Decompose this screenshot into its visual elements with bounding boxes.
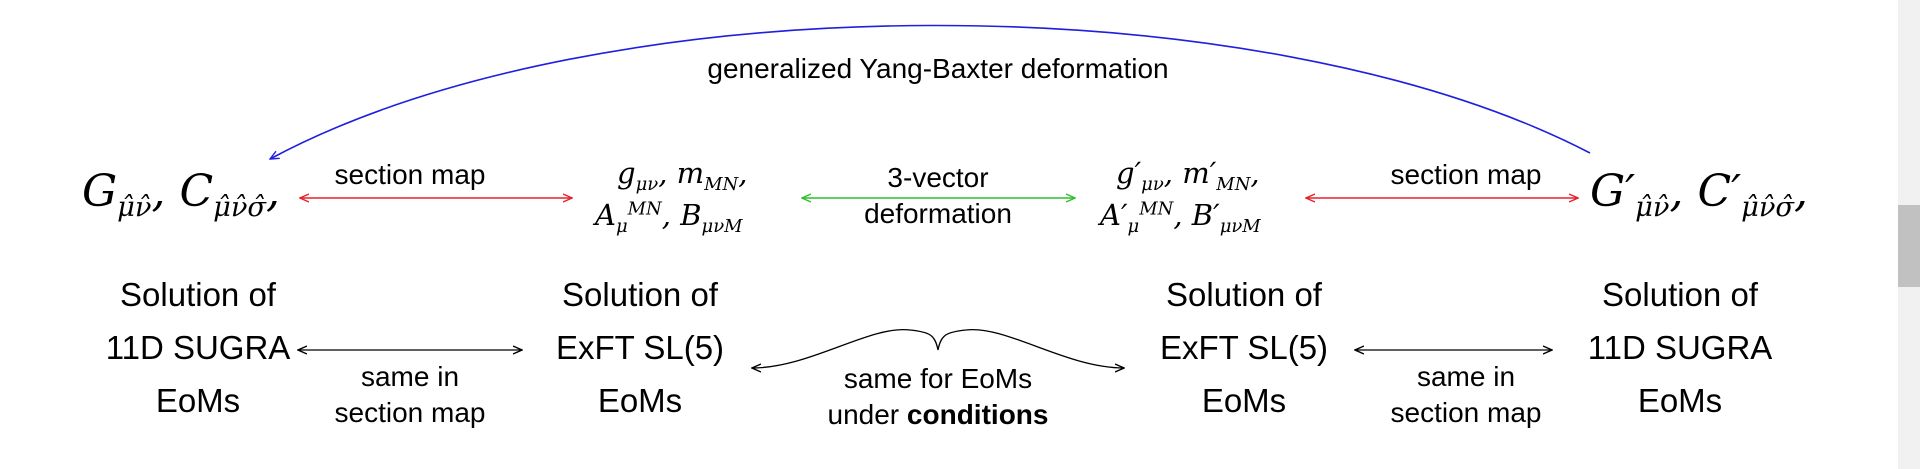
node-exft-fields: gμν, mMN, AμMN, BμνM [595, 156, 748, 237]
yang-baxter-arrow [270, 24, 1591, 159]
same-in-section-map-right-label: same in section map [1390, 361, 1542, 428]
same-for-eoms-brace [752, 328, 1124, 368]
same-for-eoms-label: same for EoMs under conditions [827, 363, 1049, 430]
solution-11d-sugra-left: Solution of 11D SUGRA EoMs [105, 276, 291, 419]
yang-baxter-label: generalized Yang-Baxter deformation [707, 53, 1169, 84]
node-11d-fields-right: G′μ̂ν̂, C′μ̂ν̂σ̂, [1590, 166, 1809, 223]
node-11d-fields-left: Gμ̂ν̂, Cμ̂ν̂σ̂, [82, 166, 281, 223]
same-in-section-map-left-label: same in section map [334, 361, 486, 428]
solution-exft-sl5-left: Solution of ExFT SL(5) EoMs [555, 276, 725, 419]
solution-exft-sl5-right: Solution of ExFT SL(5) EoMs [1159, 276, 1329, 419]
node-deformed-exft-fields: g′μν, m′MN, A′μMN, B′μνM [1100, 156, 1261, 237]
three-vector-label: 3-vector deformation [838, 160, 1038, 232]
vertical-scrollbar[interactable] [1898, 0, 1920, 469]
solution-11d-sugra-right: Solution of 11D SUGRA EoMs [1587, 276, 1773, 419]
section-map-right-label: section map [1390, 159, 1542, 190]
three-vector-line2: deformation [864, 198, 1012, 229]
section-map-left-label: section map [334, 159, 486, 190]
three-vector-line1: 3-vector [887, 162, 989, 193]
scrollbar-thumb[interactable] [1898, 205, 1920, 287]
